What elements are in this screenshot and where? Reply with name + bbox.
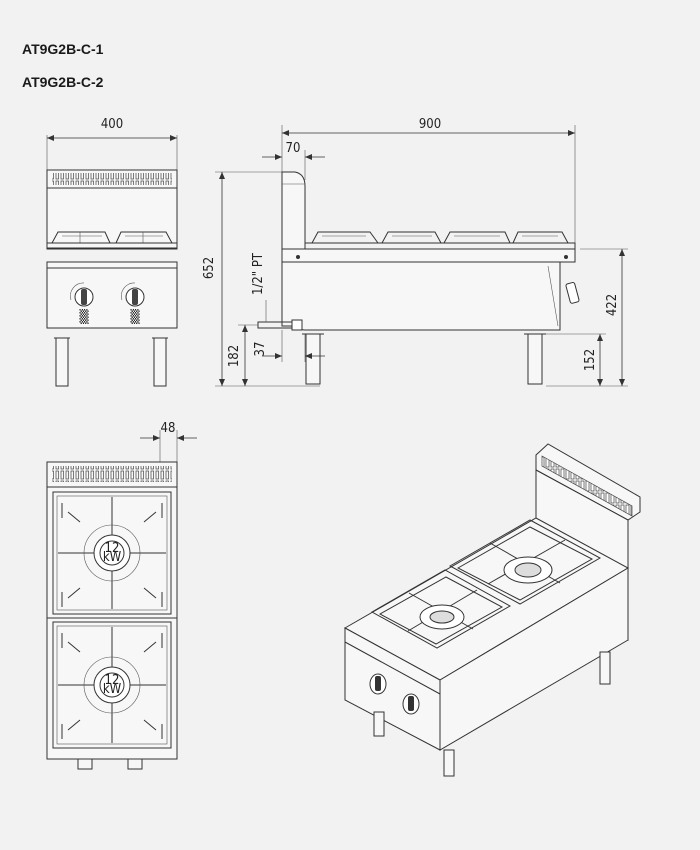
svg-text:▒: ▒: [80, 308, 89, 325]
top-burner-1: 12 kW: [52, 491, 172, 615]
side-view: 900 70 652 1/2" PT: [202, 117, 628, 387]
burner-2-unit: kW: [103, 682, 122, 697]
iso-grate-front: [370, 569, 512, 649]
iso-grate-back: [448, 519, 602, 605]
front-knob-right: ▒: [121, 282, 145, 325]
dim-pipe-height: 182: [227, 345, 242, 367]
dim-work-height: 422: [605, 294, 620, 316]
dim-pipe-depth: 37: [253, 342, 268, 357]
dim-backsplash: 70: [286, 141, 301, 156]
dim-total-height: 652: [202, 257, 217, 279]
iso-knob-left: [369, 673, 387, 695]
svg-text:▒: ▒: [131, 308, 140, 325]
iso-knob-right: [402, 693, 420, 715]
burner-2-power: 12: [105, 673, 120, 688]
top-view: 48 12 kW 12 kW: [46, 421, 197, 770]
isometric-view: [343, 443, 641, 777]
burner-1-power: 12: [105, 541, 120, 556]
front-view: 400 ▒ ▒: [46, 117, 178, 387]
top-burner-2: 12 kW: [52, 621, 172, 749]
model-code-2: AT9G2B-C-2: [22, 74, 104, 90]
dim-top-offset: 48: [161, 421, 176, 436]
dim-leg-height: 152: [583, 349, 598, 371]
burner-1-unit: kW: [103, 550, 122, 565]
model-code-1: AT9G2B-C-1: [22, 41, 104, 57]
dim-front-width: 400: [101, 117, 123, 132]
front-knob-left: ▒: [70, 282, 94, 325]
dim-side-depth: 900: [419, 117, 441, 132]
pipe-size-label: 1/2" PT: [251, 252, 266, 295]
